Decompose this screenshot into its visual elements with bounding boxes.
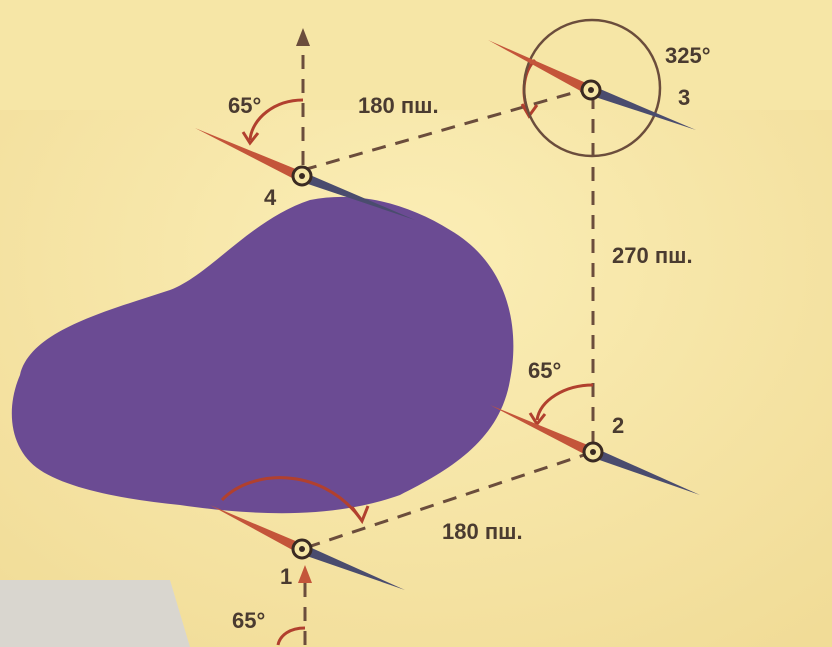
angle-label-top: 65° — [228, 93, 261, 118]
distance-label-2-1: 180 пш. — [442, 519, 523, 544]
angle-arc-bottom-arrowhead — [350, 505, 370, 525]
angle-arc-mid-arrowhead — [528, 412, 547, 427]
route-4-3 — [302, 86, 591, 172]
compass-icon — [210, 505, 405, 590]
angle-label-bottom: 65° — [232, 608, 265, 633]
point-label-4: 4 — [264, 185, 277, 210]
route-2-1 — [304, 450, 594, 550]
bearing-circle-325 — [522, 18, 662, 158]
paper-top-band — [0, 0, 832, 110]
angle-arc-bottom — [220, 476, 362, 519]
north-arrow-icon — [296, 28, 310, 46]
point-label-1: 1 — [280, 564, 292, 589]
distance-label-4-3: 180 пш. — [358, 93, 439, 118]
compass-icon — [488, 40, 696, 130]
angle-arcs — [220, 58, 594, 646]
angle-label-mid: 65° — [528, 358, 561, 383]
compass-icon — [490, 405, 700, 495]
point-label-3: 3 — [678, 85, 690, 110]
north-arrow-icon — [298, 565, 312, 583]
compass-icon — [195, 128, 415, 220]
angle-arc-mid — [535, 383, 594, 421]
angle-label-325: 325° — [665, 43, 711, 68]
distance-label-3-2: 270 пш. — [612, 243, 693, 268]
angle-arc-top — [248, 98, 304, 141]
angle-arc-top-arrowhead — [241, 131, 260, 146]
route-lines — [301, 45, 595, 645]
point-label-2: 2 — [612, 413, 624, 438]
angle-arc-bottom-small — [276, 626, 306, 646]
obstacle-area — [11, 196, 514, 514]
